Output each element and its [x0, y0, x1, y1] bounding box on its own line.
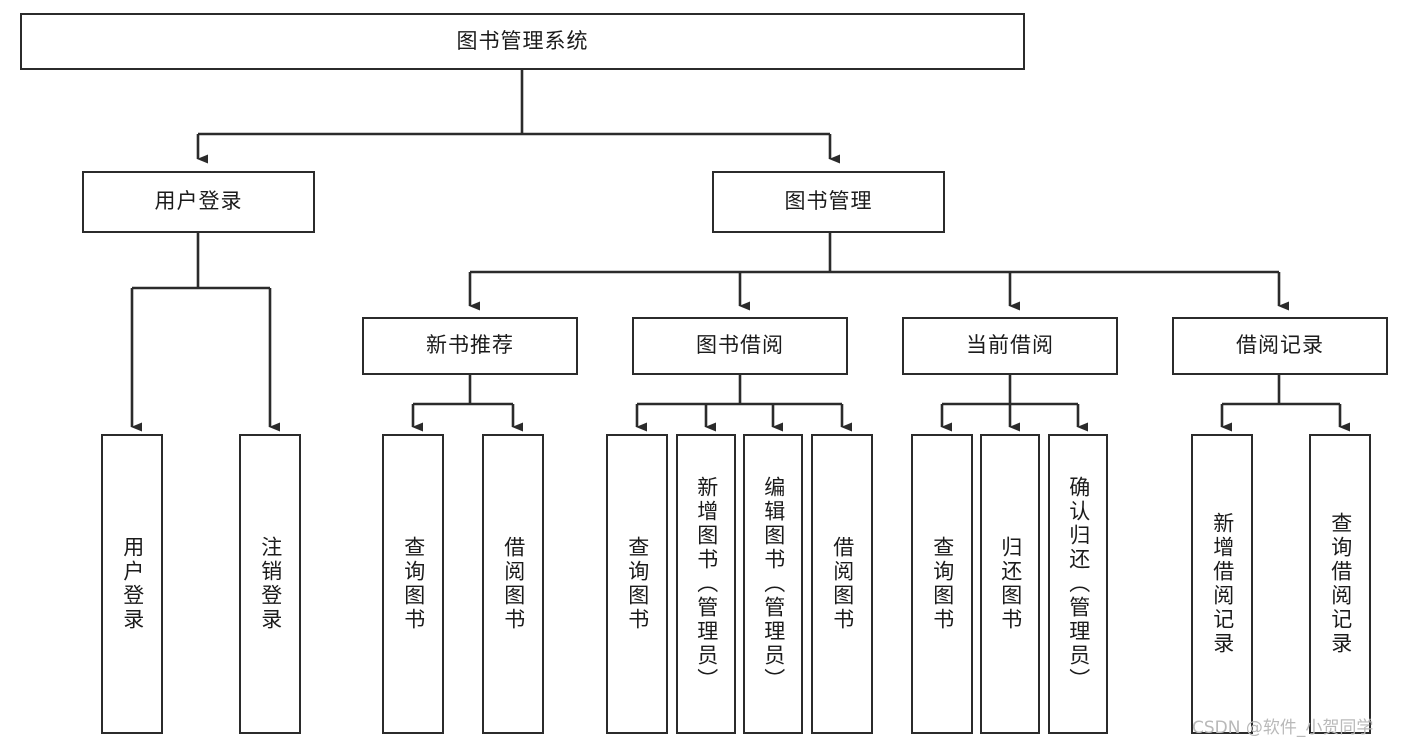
node-label: 查询借阅记录 — [1328, 512, 1353, 656]
node-label: 查询图书 — [625, 536, 650, 632]
node-label: 注销登录 — [258, 536, 283, 632]
leaf-return-book[interactable]: 归还图书 — [980, 434, 1040, 734]
leaf-query-borrow-record[interactable]: 查询借阅记录 — [1309, 434, 1371, 734]
node-label: 新增图书（管理员） — [694, 476, 719, 692]
csdn-watermark: CSDN @软件_小贺同学 — [1192, 718, 1374, 738]
leaf-query-book-current[interactable]: 查询图书 — [911, 434, 973, 734]
leaf-add-borrow-record[interactable]: 新增借阅记录 — [1191, 434, 1253, 734]
leaf-confirm-return-admin[interactable]: 确认归还（管理员） — [1048, 434, 1108, 734]
node-book-borrowing[interactable]: 图书借阅 — [632, 317, 848, 375]
node-label: 用户登录 — [120, 536, 145, 632]
leaf-add-book-admin[interactable]: 新增图书（管理员） — [676, 434, 736, 734]
node-label: 借阅记录 — [1236, 333, 1324, 358]
node-user-login[interactable]: 用户登录 — [82, 171, 315, 233]
node-label: 新增借阅记录 — [1210, 512, 1235, 656]
leaf-edit-book-admin[interactable]: 编辑图书（管理员） — [743, 434, 803, 734]
node-borrowing-record[interactable]: 借阅记录 — [1172, 317, 1388, 375]
leaf-query-book-new-rec[interactable]: 查询图书 — [382, 434, 444, 734]
node-label: 确认归还（管理员） — [1066, 476, 1091, 692]
node-book-management[interactable]: 图书管理 — [712, 171, 945, 233]
leaf-user-login[interactable]: 用户登录 — [101, 434, 163, 734]
node-label: 当前借阅 — [966, 333, 1054, 358]
leaf-borrow-book-new-rec[interactable]: 借阅图书 — [482, 434, 544, 734]
leaf-logout[interactable]: 注销登录 — [239, 434, 301, 734]
node-label: 查询图书 — [401, 536, 426, 632]
node-label: 查询图书 — [930, 536, 955, 632]
node-label: 编辑图书（管理员） — [761, 476, 786, 692]
node-label: 借阅图书 — [501, 536, 526, 632]
node-label: 归还图书 — [998, 536, 1023, 632]
node-label: 图书借阅 — [696, 333, 784, 358]
leaf-borrow-book[interactable]: 借阅图书 — [811, 434, 873, 734]
node-root-book-management-system[interactable]: 图书管理系统 — [20, 13, 1025, 70]
node-label: 图书管理系统 — [456, 28, 589, 53]
node-label: 图书管理 — [784, 189, 873, 214]
leaf-query-book-borrow[interactable]: 查询图书 — [606, 434, 668, 734]
node-label: 新书推荐 — [426, 333, 514, 358]
node-new-book-recommendation[interactable]: 新书推荐 — [362, 317, 578, 375]
node-current-borrowing[interactable]: 当前借阅 — [902, 317, 1118, 375]
node-label: 用户登录 — [154, 189, 243, 214]
node-label: 借阅图书 — [830, 536, 855, 632]
